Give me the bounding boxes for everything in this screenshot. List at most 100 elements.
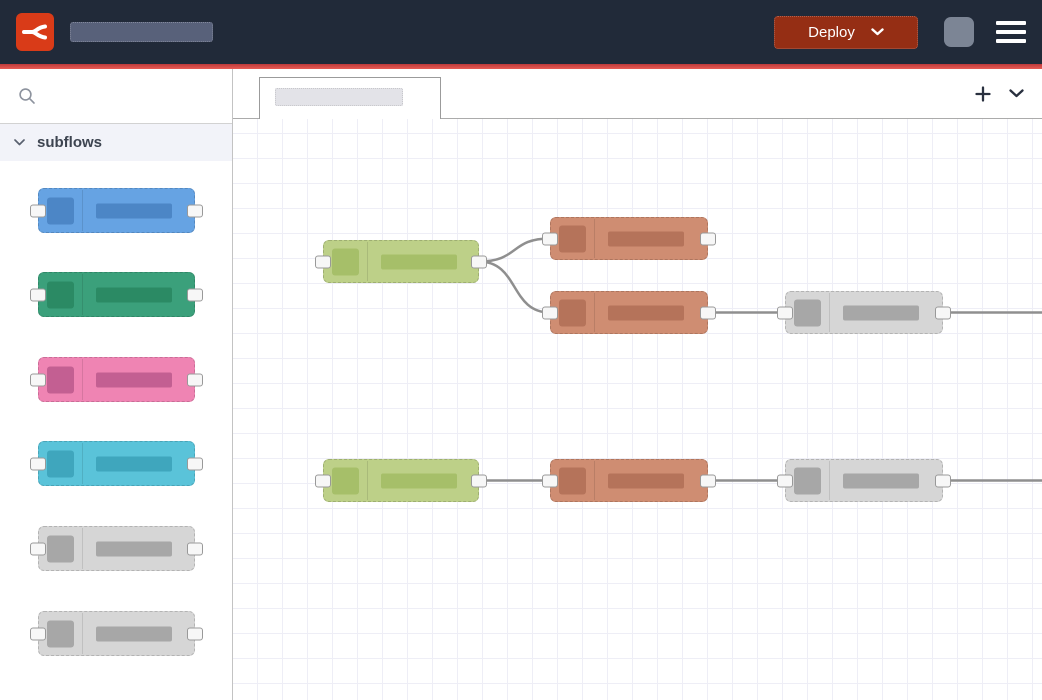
chevron-down-icon (14, 139, 25, 146)
node-port-input[interactable] (542, 474, 558, 487)
node-label-placeholder (381, 254, 457, 269)
node-divider (82, 528, 83, 569)
node-divider (82, 359, 83, 400)
palette-subflow-node-green[interactable] (30, 272, 203, 317)
node-divider (367, 461, 368, 500)
node-divider (594, 461, 595, 500)
palette-subflow-node-blue[interactable] (30, 188, 203, 233)
user-avatar[interactable] (944, 17, 974, 47)
node-label-placeholder (608, 473, 684, 488)
node-port-output[interactable] (700, 306, 716, 319)
node-label-placeholder (96, 456, 172, 471)
node-port-input[interactable] (30, 373, 46, 386)
flow-node-orange[interactable] (542, 291, 716, 334)
node-icon (332, 248, 359, 275)
node-port-input[interactable] (30, 457, 46, 470)
plus-icon (975, 85, 991, 102)
node-icon (559, 467, 586, 494)
wire-layer (478, 237, 1042, 482)
node-divider (82, 613, 83, 654)
flow-canvas[interactable] (233, 119, 1042, 700)
node-port-input[interactable] (315, 255, 331, 268)
search-icon (19, 88, 35, 104)
palette-category-subflows[interactable]: subflows (0, 124, 232, 161)
deploy-button[interactable]: Deploy (774, 15, 918, 49)
flow-node-orange[interactable] (542, 217, 716, 260)
node-port-output[interactable] (935, 474, 951, 487)
node-icon (794, 467, 821, 494)
node-icon (332, 467, 359, 494)
node-red-logo-icon (16, 13, 54, 51)
flow-node-green[interactable] (315, 240, 487, 283)
node-port-output[interactable] (935, 306, 951, 319)
node-port-input[interactable] (777, 474, 793, 487)
tab-actions (975, 69, 1024, 118)
chevron-down-icon (871, 28, 884, 36)
node-label-placeholder (96, 626, 172, 641)
node-port-input[interactable] (542, 232, 558, 245)
node-port-input[interactable] (542, 306, 558, 319)
flow-node-green[interactable] (315, 459, 487, 502)
palette-subflow-node-gray-2[interactable] (30, 611, 203, 656)
palette-subflow-node-pink[interactable] (30, 357, 203, 402)
chevron-down-icon (1009, 89, 1024, 98)
node-label-placeholder (381, 473, 457, 488)
node-icon (559, 299, 586, 326)
palette-node-list (0, 161, 232, 700)
node-label-placeholder (608, 231, 684, 246)
node-port-input[interactable] (30, 288, 46, 301)
node-port-output[interactable] (187, 288, 203, 301)
palette-subflow-node-cyan[interactable] (30, 441, 203, 486)
node-label-placeholder (96, 287, 172, 302)
node-divider (82, 190, 83, 231)
palette-sidebar: subflows (0, 69, 233, 700)
node-port-output[interactable] (700, 232, 716, 245)
node-divider (594, 219, 595, 258)
flow-list-button[interactable] (1009, 89, 1024, 98)
flow-node-gray[interactable] (777, 291, 951, 334)
node-port-output[interactable] (187, 542, 203, 555)
add-flow-button[interactable] (975, 85, 991, 102)
node-port-input[interactable] (30, 627, 46, 640)
palette-search[interactable] (0, 69, 232, 124)
node-port-output[interactable] (187, 204, 203, 217)
branch-glyph (22, 24, 47, 40)
palette-subflow-node-gray-1[interactable] (30, 526, 203, 571)
hamburger-menu-button[interactable] (996, 21, 1026, 43)
node-port-output[interactable] (187, 373, 203, 386)
node-divider (594, 293, 595, 332)
node-label-placeholder (843, 305, 919, 320)
tab-label-placeholder (275, 88, 403, 106)
node-port-input[interactable] (30, 542, 46, 555)
flow-wire[interactable] (478, 260, 551, 314)
node-divider (829, 461, 830, 500)
workspace (233, 69, 1042, 700)
node-port-input[interactable] (777, 306, 793, 319)
node-port-input[interactable] (315, 474, 331, 487)
node-port-output[interactable] (471, 255, 487, 268)
node-port-output[interactable] (700, 474, 716, 487)
flow-node-orange[interactable] (542, 459, 716, 502)
palette-search-input[interactable] (44, 81, 232, 111)
node-port-output[interactable] (187, 457, 203, 470)
node-port-input[interactable] (30, 204, 46, 217)
flow-node-gray[interactable] (777, 459, 951, 502)
node-label-placeholder (608, 305, 684, 320)
hamburger-menu-icon (996, 21, 1026, 25)
node-port-output[interactable] (471, 474, 487, 487)
node-label-placeholder (843, 473, 919, 488)
node-label-placeholder (96, 372, 172, 387)
node-icon (559, 225, 586, 252)
node-port-output[interactable] (187, 627, 203, 640)
header: Deploy (0, 0, 1042, 64)
flow-wire[interactable] (478, 237, 551, 263)
workspace-tabbar (233, 69, 1042, 119)
node-label-placeholder (96, 203, 172, 218)
node-icon (47, 450, 74, 477)
node-divider (82, 274, 83, 315)
node-icon (47, 197, 74, 224)
workspace-tab-active[interactable] (259, 77, 441, 119)
deploy-label: Deploy (808, 23, 855, 41)
node-divider (829, 293, 830, 332)
